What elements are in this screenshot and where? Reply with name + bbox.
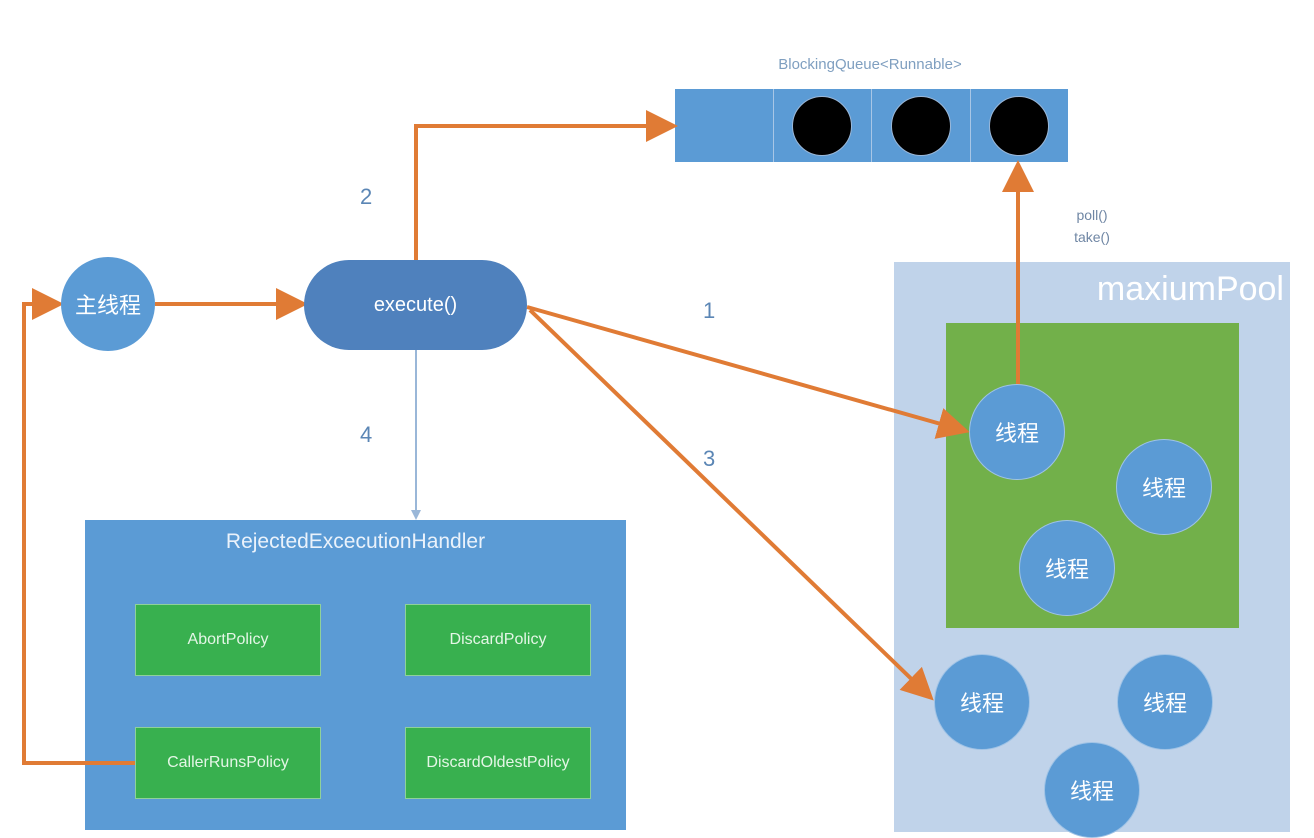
queue-slot — [774, 89, 872, 162]
task-dot-icon — [890, 95, 951, 156]
main-thread-node: 主线程 — [61, 257, 155, 351]
abort-policy: AbortPolicy — [135, 604, 321, 676]
execute-node: execute() — [304, 260, 527, 350]
extra-thread: 线程 — [1117, 654, 1213, 750]
poll-label: poll() — [1076, 207, 1108, 223]
arrow-execute-to-queue — [414, 110, 678, 260]
queue-slot-empty — [675, 89, 774, 162]
task-dot-icon — [792, 95, 853, 156]
poll-take-label: poll() take() — [1052, 204, 1132, 248]
extra-thread: 线程 — [934, 654, 1030, 750]
queue-slot — [872, 89, 971, 162]
discard-oldest-policy: DiscardOldestPolicy — [405, 727, 591, 799]
caller-runs-policy: CallerRunsPolicy — [135, 727, 321, 799]
take-label: take() — [1074, 229, 1110, 245]
queue-slot — [971, 89, 1069, 162]
queue-title: BlockingQueue<Runnable> — [778, 56, 962, 73]
pool-title: maxiumPool — [1096, 270, 1284, 308]
step-label-1: 1 — [703, 298, 716, 323]
step-label-2: 2 — [360, 184, 373, 209]
discard-policy: DiscardPolicy — [405, 604, 591, 676]
handler-title: RejectedExcecutionHandler — [225, 530, 486, 553]
task-dot-icon — [989, 95, 1050, 156]
blocking-queue — [675, 89, 1068, 162]
core-thread: 线程 — [969, 384, 1065, 480]
step-label-4: 4 — [360, 422, 373, 447]
core-thread: 线程 — [1019, 520, 1115, 616]
extra-thread: 线程 — [1044, 742, 1140, 838]
core-thread: 线程 — [1116, 439, 1212, 535]
step-label-3: 3 — [703, 446, 716, 471]
